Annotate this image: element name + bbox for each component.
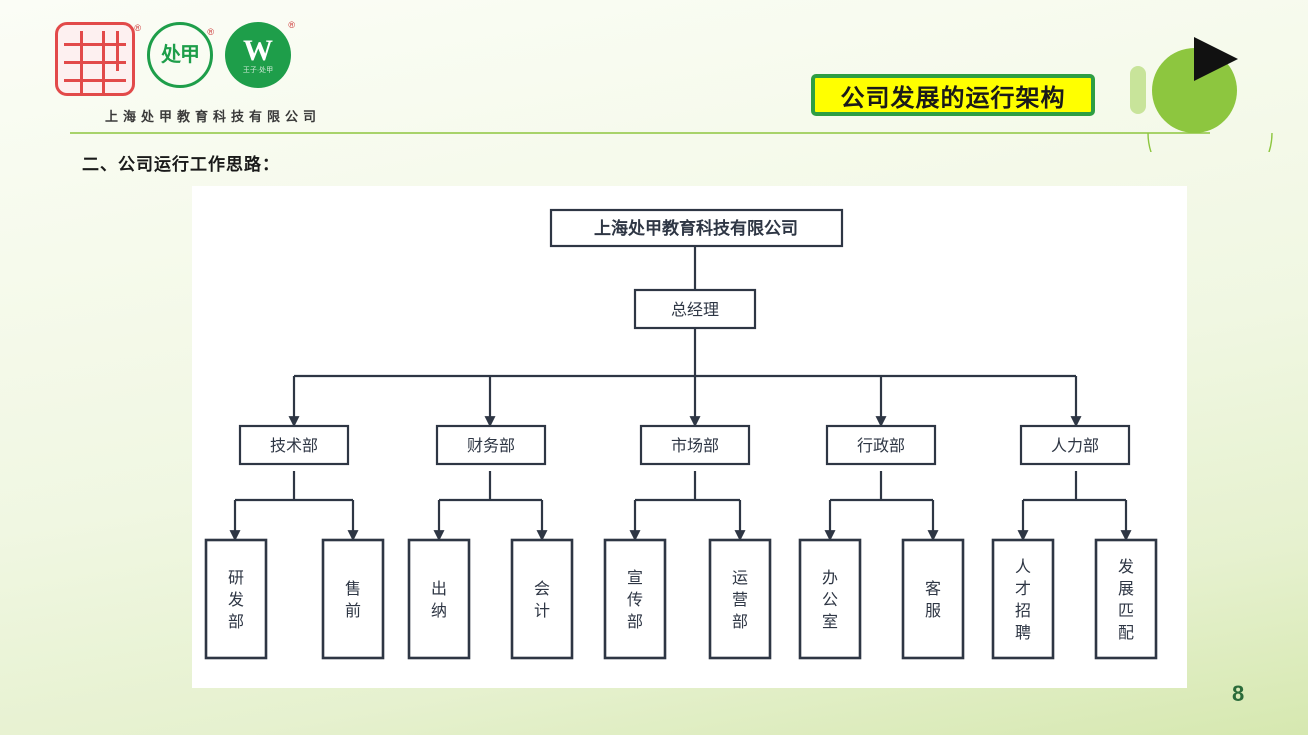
org-node-leaf-label: 办公室 (822, 569, 838, 631)
org-node-leaf[interactable]: 会计 (510, 538, 574, 660)
org-node-department-label: 人力部 (1051, 437, 1099, 455)
logo-group: ® 处甲 ® W 王子·处甲 ® 上海处甲教育科技有限公司 (55, 14, 316, 124)
org-node-root[interactable]: 上海处甲教育科技有限公司 (549, 208, 844, 248)
org-node-leaf[interactable]: 运营部 (708, 538, 772, 660)
org-node-leaf-label: 研发部 (228, 570, 244, 631)
registered-mark-icon: ® (134, 23, 141, 33)
decorative-pie-graphic (1110, 0, 1308, 160)
org-node-department-label: 财务部 (467, 437, 515, 455)
page-number: 8 (1232, 681, 1245, 706)
slide-header: ® 处甲 ® W 王子·处甲 ® 上海处甲教育科技有限公司 公司发展的运行架构 (0, 0, 1308, 152)
registered-mark-icon: ® (288, 20, 295, 30)
org-node-leaf-label: 出纳 (431, 580, 447, 620)
org-node-department-label: 行政部 (857, 437, 905, 455)
org-node-leaf-label: 发展匹配 (1118, 558, 1134, 642)
header-divider (70, 132, 1273, 152)
chujia-circle-logo-icon: 处甲 ® (147, 22, 214, 88)
org-node-leaf[interactable]: 出纳 (407, 538, 471, 660)
org-node-leaf[interactable]: 人才招聘 (991, 538, 1055, 660)
section-heading: 二、公司运行工作思路： (82, 155, 280, 174)
org-node-leaf-label: 宣传部 (627, 569, 643, 631)
slide-title: 公司发展的运行架构 (840, 84, 1066, 112)
org-node-leaf[interactable]: 研发部 (204, 538, 268, 660)
w-circle-logo-subtext: 王子·处甲 (242, 67, 274, 74)
org-node-leaf-label: 运营部 (732, 569, 748, 631)
org-node-department[interactable]: 人力部 (1019, 424, 1131, 466)
org-node-department[interactable]: 财务部 (435, 424, 547, 466)
org-node-leaf[interactable]: 发展匹配 (1094, 538, 1158, 660)
logo-company-name: 上海处甲教育科技有限公司 (105, 109, 322, 124)
slide-title-banner: 公司发展的运行架构 (811, 74, 1095, 116)
org-node-department[interactable]: 行政部 (825, 424, 937, 466)
org-node-leaf[interactable]: 宣传部 (603, 538, 667, 660)
decorative-dot-icon (1130, 66, 1146, 114)
org-node-leaf-label: 会计 (534, 580, 550, 620)
red-seal-icon: ® (55, 22, 141, 96)
w-circle-logo-icon: W 王子·处甲 ® (225, 20, 295, 88)
org-node-department-label: 市场部 (671, 437, 719, 455)
org-chart-svg: 上海处甲教育科技有限公司 总经理 技术部 财务部 市场部 行政部 人力部 (204, 208, 1158, 660)
org-node-leaf-label: 售前 (345, 580, 361, 620)
org-node-department[interactable]: 市场部 (639, 424, 751, 466)
org-node-leaf-label: 人才招聘 (1015, 558, 1031, 642)
org-node-leaf-label: 客服 (925, 580, 941, 620)
org-node-department-label: 技术部 (270, 437, 318, 455)
org-node-leaf[interactable]: 售前 (321, 538, 385, 660)
org-node-department[interactable]: 技术部 (238, 424, 350, 466)
chujia-circle-logo-text: 处甲 (161, 44, 200, 66)
org-node-root-label: 上海处甲教育科技有限公司 (594, 218, 798, 238)
org-node-leaf[interactable]: 办公室 (798, 538, 862, 660)
w-circle-logo-letter: W (243, 34, 273, 67)
registered-mark-icon: ® (207, 27, 214, 37)
org-node-manager[interactable]: 总经理 (633, 288, 757, 330)
org-chart-panel: 上海处甲教育科技有限公司 总经理 技术部 财务部 市场部 行政部 人力部 (192, 186, 1187, 688)
org-node-manager-label: 总经理 (671, 301, 719, 319)
org-node-leaf[interactable]: 客服 (901, 538, 965, 660)
